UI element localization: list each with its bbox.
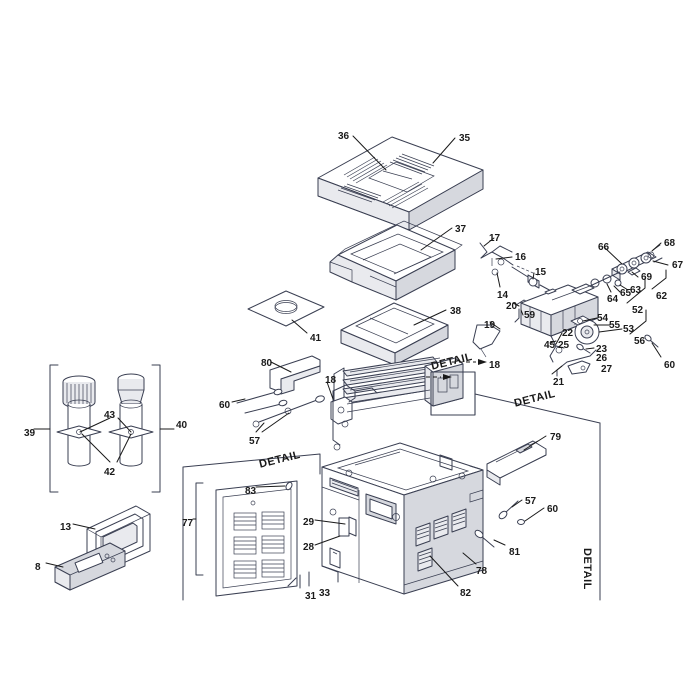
part-18-bracket-left [332,384,378,451]
part-callout-41: 41 [310,333,322,344]
part-callout-26: 26 [596,353,608,364]
part-callout-60: 60 [547,504,559,515]
part-callout-57: 57 [249,436,261,447]
part-callout-21: 21 [553,377,565,388]
part-callout-17: 17 [489,233,501,244]
part-37-top-housing [329,220,463,301]
part-gas-valve-assembly [472,242,667,377]
part-callout-53: 53 [623,324,635,335]
part-callout-29: 29 [303,517,315,528]
part-callout-28: 28 [303,542,315,553]
part-callout-68: 68 [664,238,676,249]
part-callout-69: 69 [641,272,653,283]
part-callout-57: 57 [525,496,537,507]
part-callout-40: 40 [176,420,188,431]
part-callout-60: 60 [219,400,231,411]
part-80-bracket [269,355,321,395]
part-callout-79: 79 [550,432,562,443]
part-callout-54: 54 [597,313,609,324]
part-callout-18: 18 [489,360,501,371]
part-35-top-lid [317,136,484,231]
part-callout-8: 8 [35,562,41,573]
part-38-burner-tray [340,302,449,366]
part-callout-65: 65 [620,288,632,299]
part-callout-81: 81 [509,547,521,558]
part-callout-59: 59 [524,310,536,321]
part-57-60-fasteners-left [236,388,325,428]
part-callout-82: 82 [460,588,472,599]
part-callout-36: 36 [338,131,350,142]
orifice-group [616,252,652,275]
part-callout-83: 83 [245,486,257,497]
part-callout-31: 31 [305,591,317,602]
part-callout-55: 55 [609,320,621,331]
part-callout-45: 45 [544,340,556,351]
part-callout-78: 78 [476,566,488,577]
part-callout-37: 37 [455,224,467,235]
part-callout-63: 63 [630,285,642,296]
part-callout-77: 77 [182,518,194,529]
part-callout-56: 56 [634,336,646,347]
part-callout-60: 60 [664,360,676,371]
part-callout-80: 80 [261,358,273,369]
detail-right: DETAIL [581,548,593,590]
part-callout-20: 20 [506,301,518,312]
part-callout-42: 42 [104,467,116,478]
part-callout-13: 13 [60,522,72,533]
part-callout-15: 15 [535,267,547,278]
part-group-39-40-stack-flue [33,364,175,493]
part-callout-62: 62 [656,291,668,302]
part-77-front-panel [182,453,321,601]
part-callout-66: 66 [598,242,610,253]
part-31-33-fasteners [287,571,310,589]
part-callout-39: 39 [24,428,36,439]
part-callout-67: 67 [672,260,684,271]
part-callout-64: 64 [607,294,619,305]
part-79-heat-shield [486,440,547,486]
part-callout-43: 43 [104,410,116,421]
part-main-cabinet [321,442,484,595]
part-callout-33: 33 [319,588,331,599]
part-41-gasket-plate [247,290,325,327]
part-callout-14: 14 [497,290,509,301]
part-callout-38: 38 [450,306,462,317]
part-83-screw [285,481,293,491]
part-callout-27: 27 [601,364,613,375]
part-callout-25: 25 [558,340,570,351]
part-callout-35: 35 [459,133,471,144]
part-callout-23: 23 [596,344,608,355]
part-callout-22: 22 [562,328,574,339]
part-callout-18: 18 [325,375,337,386]
part-callout-52: 52 [632,305,644,316]
part-8-control-pad [54,542,126,591]
part-callout-16: 16 [515,252,527,263]
part-callout-19: 19 [484,320,496,331]
